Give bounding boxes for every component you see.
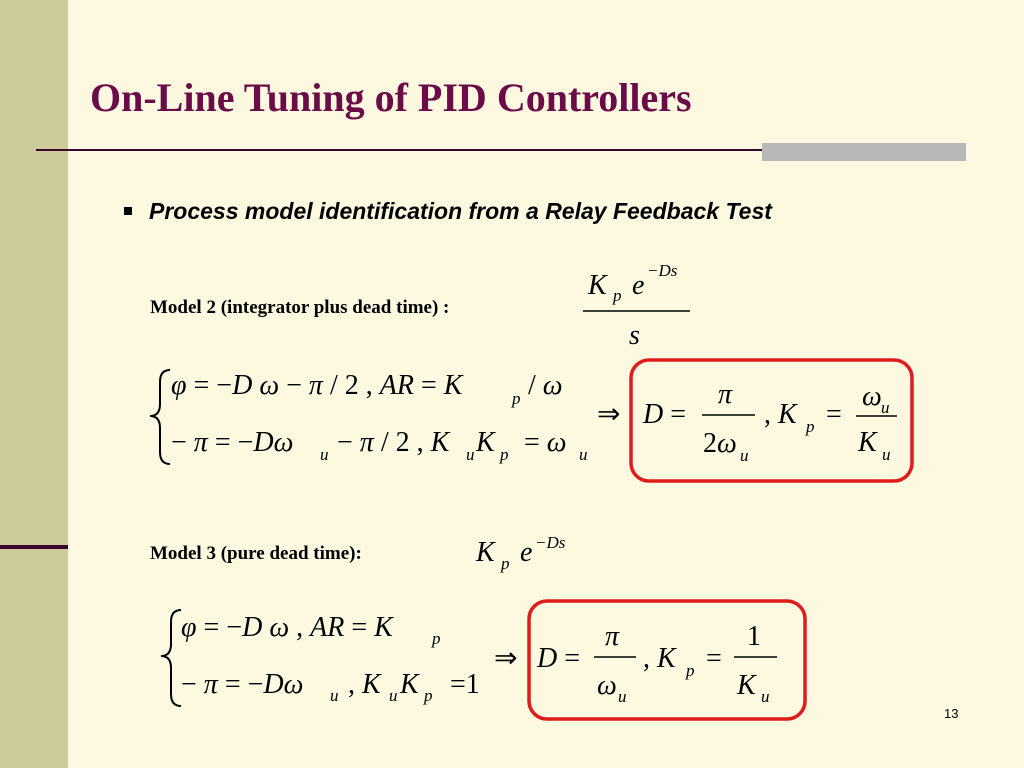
svg-text:φ = −D ω , AR = K: φ = −D ω , AR = K: [181, 612, 394, 643]
svg-text:u: u: [330, 686, 339, 705]
model2-label: Model 2 (integrator plus dead time) :: [150, 297, 450, 318]
svg-text:p: p: [685, 661, 695, 680]
svg-text:/ ω: / ω: [528, 370, 563, 401]
svg-text:u: u: [466, 445, 475, 464]
svg-text:u: u: [881, 398, 890, 417]
svg-text:p: p: [423, 686, 433, 705]
svg-text:2ω: 2ω: [703, 428, 737, 459]
svg-text:u: u: [579, 445, 588, 464]
svg-text:ω: ω: [862, 381, 882, 412]
svg-text:, K: , K: [348, 669, 382, 700]
svg-text:K: K: [587, 270, 608, 301]
svg-text:−Ds: −Ds: [647, 261, 678, 280]
side-bar-divider: [0, 545, 68, 549]
svg-text:K: K: [736, 670, 757, 701]
model2-result: ⇒ D = π 2ω u , K p = ω u K u: [597, 358, 914, 483]
svg-text:K: K: [857, 427, 878, 458]
svg-text:u: u: [761, 687, 770, 706]
svg-text:=1: =1: [450, 669, 480, 700]
model3-equation-system: φ = −D ω , AR = K p − π = −Dω u , K u K …: [160, 609, 480, 707]
svg-text:u: u: [320, 445, 329, 464]
page-number: 13: [944, 706, 959, 721]
svg-text:φ = −D ω − π / 2 , AR = K: φ = −D ω − π / 2 , AR = K: [171, 370, 464, 401]
svg-text:, K: , K: [764, 399, 798, 430]
svg-text:u: u: [389, 686, 398, 705]
svg-text:K: K: [475, 427, 496, 458]
title-underline-accent: [762, 143, 966, 161]
svg-text:K: K: [399, 669, 420, 700]
svg-text:, K: , K: [643, 643, 677, 674]
slide-title: On-Line Tuning of PID Controllers: [90, 75, 692, 120]
model2-transfer-function: K p e −Ds s: [583, 261, 690, 351]
svg-text:⇒: ⇒: [494, 643, 517, 674]
svg-text:=: =: [706, 643, 722, 674]
svg-text:s: s: [629, 320, 640, 351]
side-bar: [0, 0, 68, 768]
svg-text:e: e: [632, 270, 644, 301]
model3-result: ⇒ D = π ω u , K p = 1 K u: [494, 599, 807, 721]
svg-text:p: p: [500, 554, 510, 573]
model2-equation-system: φ = −D ω − π / 2 , AR = K p / ω − π = −D…: [149, 369, 588, 465]
svg-text:ω: ω: [597, 670, 617, 701]
svg-text:u: u: [882, 445, 891, 464]
svg-text:=: =: [826, 399, 842, 430]
title-underline: [36, 149, 966, 151]
model3-label: Model 3 (pure dead time):: [150, 543, 362, 564]
svg-text:D =: D =: [642, 399, 686, 430]
svg-text:1: 1: [747, 621, 761, 652]
svg-text:u: u: [740, 446, 749, 465]
svg-text:π: π: [605, 621, 620, 652]
svg-text:p: p: [805, 417, 815, 436]
svg-text:− π / 2 , K: − π / 2 , K: [337, 427, 451, 458]
svg-text:− π = −Dω: − π = −Dω: [171, 427, 293, 458]
model3-transfer-function: K p e −Ds: [475, 533, 566, 573]
svg-text:p: p: [431, 629, 441, 648]
svg-text:⇒: ⇒: [597, 399, 620, 430]
svg-text:− π = −Dω: − π = −Dω: [181, 669, 303, 700]
svg-text:p: p: [499, 445, 509, 464]
svg-text:p: p: [511, 389, 521, 408]
svg-text:π: π: [718, 379, 733, 410]
svg-text:−Ds: −Ds: [535, 533, 566, 552]
svg-text:D =: D =: [536, 643, 580, 674]
svg-text:p: p: [612, 286, 622, 305]
svg-text:= ω: = ω: [524, 427, 567, 458]
bullet-text: Process model identification from a Rela…: [149, 198, 772, 224]
svg-text:u: u: [618, 687, 627, 706]
svg-text:K: K: [475, 537, 496, 568]
svg-text:e: e: [520, 537, 532, 568]
bullet-marker: [124, 207, 132, 215]
